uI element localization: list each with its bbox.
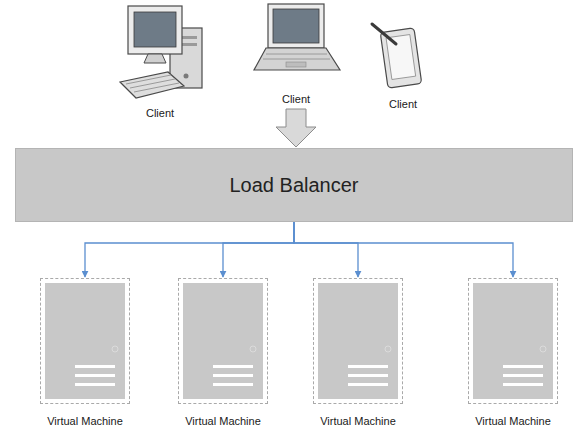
server-graphic bbox=[314, 279, 402, 403]
virtual-machine-box: Virtual Machine bbox=[468, 278, 558, 404]
client-node: Client bbox=[120, 0, 200, 120]
connector-line bbox=[294, 222, 358, 277]
server-body bbox=[183, 283, 263, 399]
vm-label: Virtual Machine bbox=[475, 415, 551, 428]
connector-line bbox=[294, 222, 513, 277]
virtual-machine-box: Virtual Machine bbox=[313, 278, 403, 404]
laptop-icon bbox=[254, 4, 340, 70]
client-label: Client bbox=[282, 93, 310, 106]
server-slot bbox=[213, 383, 253, 386]
band-title: Load Balancer bbox=[230, 174, 359, 197]
server-graphic bbox=[179, 279, 267, 403]
virtual-machine-box: Virtual Machine bbox=[178, 278, 268, 404]
server-body bbox=[473, 283, 553, 399]
power-dot bbox=[385, 346, 391, 352]
server-slot bbox=[75, 374, 115, 377]
client-label: Client bbox=[389, 98, 417, 111]
desktop-icon bbox=[120, 6, 202, 98]
connector-line bbox=[85, 222, 294, 277]
client-node: Client bbox=[256, 0, 336, 106]
client-node: Client bbox=[366, 10, 440, 111]
vm-label: Virtual Machine bbox=[47, 415, 123, 428]
power-dot bbox=[112, 346, 118, 352]
client-label: Client bbox=[146, 107, 174, 120]
server-slot bbox=[503, 374, 543, 377]
server-body bbox=[318, 283, 398, 399]
server-slot bbox=[75, 365, 115, 368]
power-dot bbox=[250, 346, 256, 352]
server-graphic bbox=[469, 279, 557, 403]
power-dot bbox=[540, 346, 546, 352]
vm-label: Virtual Machine bbox=[185, 415, 261, 428]
server-slot bbox=[503, 383, 543, 386]
virtual-machine-box: Virtual Machine bbox=[40, 278, 130, 404]
vm-label: Virtual Machine bbox=[320, 415, 396, 428]
connector-line bbox=[223, 222, 294, 277]
server-slot bbox=[348, 383, 388, 386]
server-slot bbox=[348, 365, 388, 368]
server-slot bbox=[75, 383, 115, 386]
server-body bbox=[45, 283, 125, 399]
load-balancer-band: Load Balancer bbox=[15, 148, 573, 222]
server-slot bbox=[213, 374, 253, 377]
server-slot bbox=[348, 374, 388, 377]
server-slot bbox=[213, 365, 253, 368]
server-slot bbox=[503, 365, 543, 368]
server-graphic bbox=[41, 279, 129, 403]
block-arrow bbox=[276, 109, 316, 147]
tablet-icon bbox=[372, 24, 422, 88]
